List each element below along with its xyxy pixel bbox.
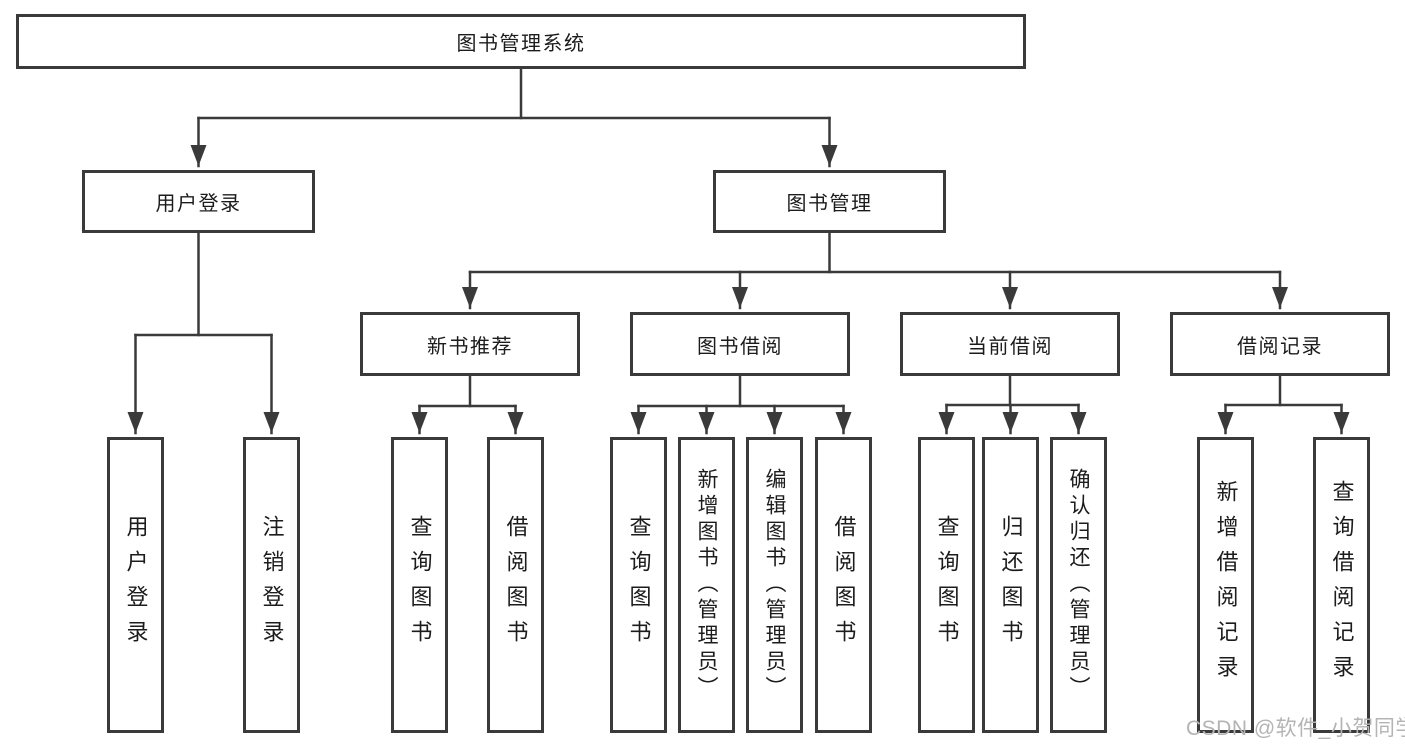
node-label: 编辑图书（管理员）	[763, 468, 786, 702]
node-leaf-return-book: 归还图书	[982, 437, 1039, 733]
node-label: 查询图书	[934, 515, 960, 655]
node-label: 图书管理系统	[456, 33, 586, 55]
node-new-book-recommendation: 新书推荐	[360, 312, 580, 376]
node-leaf-user-login: 用户登录	[107, 437, 164, 733]
node-label: 用户登录	[123, 515, 149, 655]
csdn-watermark: CSDN @软件_小贺同学	[1186, 717, 1405, 740]
node-leaf-newbook-query-book: 查询图书	[391, 437, 448, 733]
node-leaf-logout: 注销登录	[243, 437, 300, 733]
node-label: 确认归还（管理员）	[1067, 468, 1090, 702]
node-leaf-add-borrow-record: 新增借阅记录	[1197, 437, 1254, 733]
node-leaf-newbook-borrow-book: 借阅图书	[487, 437, 544, 733]
node-label: 借阅图书	[503, 515, 529, 655]
node-current-borrowing: 当前借阅	[900, 312, 1120, 376]
node-label: 归还图书	[998, 515, 1024, 655]
node-label: 借阅图书	[831, 515, 857, 655]
node-label: 查询图书	[626, 515, 652, 655]
node-leaf-borrow-borrow-book: 借阅图书	[815, 437, 872, 733]
node-label: 查询借阅记录	[1329, 480, 1355, 690]
node-label: 当前借阅	[967, 335, 1053, 358]
node-label: 新增借阅记录	[1213, 480, 1239, 690]
node-label: 查询图书	[407, 515, 433, 655]
node-leaf-confirm-return-admin: 确认归还（管理员）	[1050, 437, 1107, 733]
node-leaf-query-borrow-record: 查询借阅记录	[1313, 437, 1370, 733]
node-borrowing-records: 借阅记录	[1170, 312, 1390, 376]
node-leaf-borrow-query-book: 查询图书	[610, 437, 667, 733]
node-book-management-group: 图书管理	[713, 170, 946, 233]
node-label: 图书管理	[786, 193, 873, 215]
node-leaf-current-query-book: 查询图书	[918, 437, 975, 733]
node-book-borrowing: 图书借阅	[630, 312, 850, 376]
node-user-login-group: 用户登录	[82, 170, 315, 233]
node-leaf-edit-book-admin: 编辑图书（管理员）	[746, 437, 803, 733]
node-label: 新书推荐	[427, 335, 513, 358]
node-leaf-add-book-admin: 新增图书（管理员）	[678, 437, 735, 733]
node-root-system: 图书管理系统	[16, 14, 1026, 69]
node-label: 用户登录	[155, 193, 242, 215]
node-label: 图书借阅	[697, 335, 783, 358]
node-label: 借阅记录	[1237, 335, 1323, 358]
node-label: 注销登录	[259, 515, 285, 655]
node-label: 新增图书（管理员）	[695, 468, 718, 702]
